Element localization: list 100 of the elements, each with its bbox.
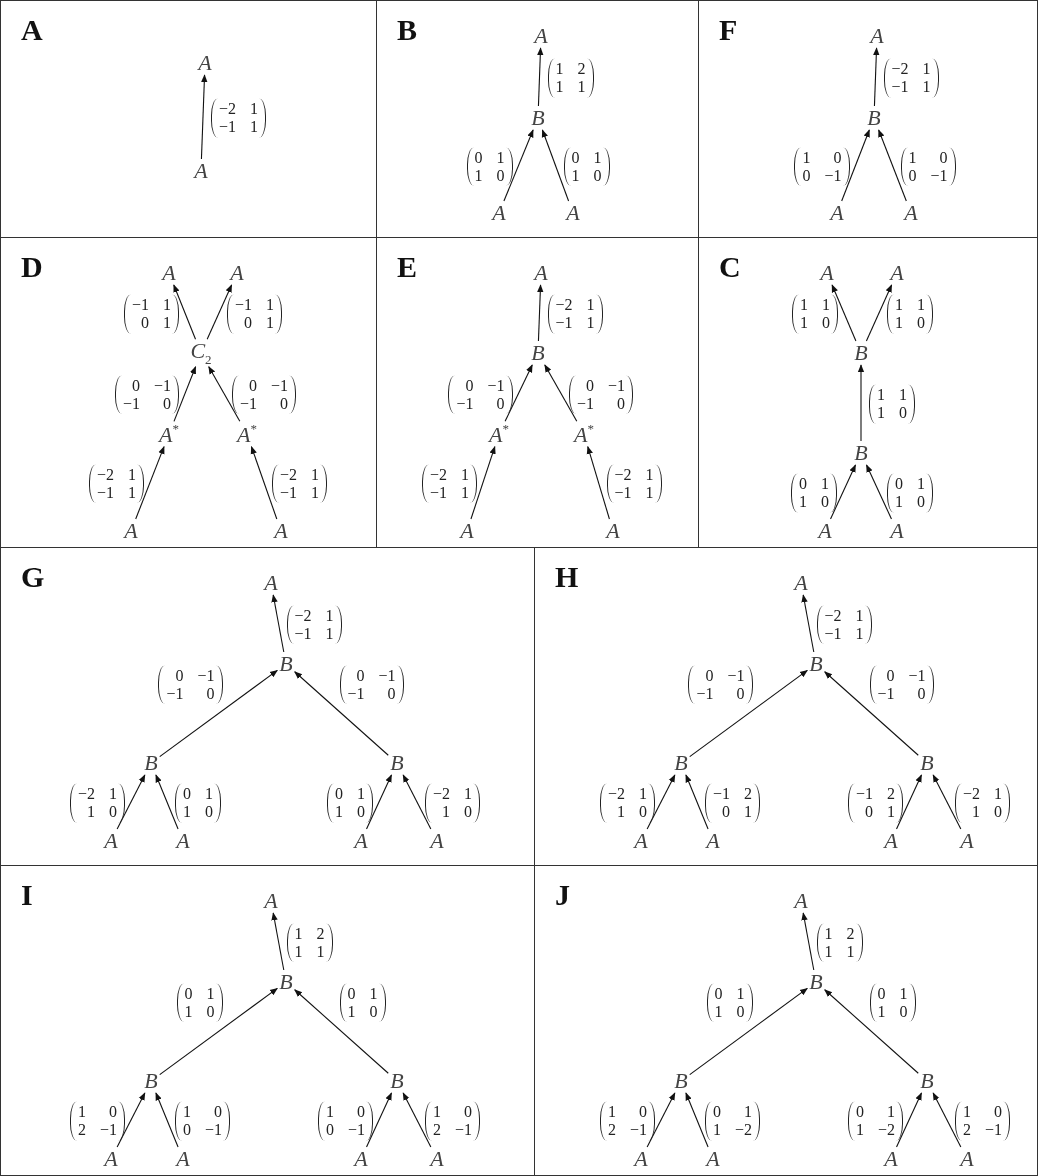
vertex-label: A	[230, 262, 244, 284]
vertex-label: B	[674, 1070, 688, 1092]
edge-label: 0 1 1 0	[339, 983, 386, 1022]
vertex-label: C$_{2}$	[190, 340, 212, 366]
arrow	[208, 366, 241, 422]
arrow	[831, 284, 857, 342]
arrow	[586, 445, 610, 520]
diagram-panel	[698, 0, 1038, 238]
panel-label: F	[719, 15, 738, 45]
arrow	[878, 129, 907, 202]
vertex-label: A	[960, 830, 974, 852]
arrow	[537, 284, 544, 342]
vertex-label: A	[890, 262, 904, 284]
vertex-label: A	[904, 202, 918, 224]
vertex-label: B	[390, 752, 404, 774]
vertex-label: B	[531, 107, 545, 129]
edge-label: 0 −1 −1 0	[114, 375, 179, 414]
vertex-label: B	[279, 971, 293, 993]
arrow	[470, 445, 496, 520]
vertex-label: A$^{*}$	[489, 422, 509, 446]
arrow	[206, 284, 233, 340]
edge-label: 0 1 1 −2	[705, 1101, 761, 1141]
diagram-panel	[0, 0, 377, 238]
edge-label: 0 1 1 0	[706, 983, 753, 1022]
arrow	[932, 774, 962, 830]
arrow	[544, 364, 578, 422]
vertex-label: B	[809, 653, 823, 675]
edge-label: −2 1 −1 1	[421, 464, 477, 503]
vertex-label: B	[809, 971, 823, 993]
vertex-label: B	[144, 1070, 158, 1092]
vertex-label: A	[566, 202, 580, 224]
edge-label: −2 1 −1 1	[606, 464, 662, 503]
vertex-label: B	[854, 342, 868, 364]
edge-label: 1 1 1 0	[869, 384, 915, 424]
vertex-label: A$^{*}$	[159, 422, 179, 446]
vertex-label: A	[194, 160, 208, 182]
edge-label: 0 −1 −1 0	[688, 665, 753, 704]
edge-label: 0 1 1 0	[175, 783, 221, 823]
arrow	[200, 74, 208, 160]
edge-label: 0 1 1 0	[887, 473, 933, 513]
vertex-label: A	[706, 1148, 720, 1170]
vertex-label: A	[794, 572, 808, 594]
edge-label: −2 1 −1 1	[286, 605, 342, 644]
arrow	[685, 1092, 709, 1148]
vertex-label: B	[279, 653, 293, 675]
panel-label: I	[21, 880, 33, 910]
arrow	[503, 129, 534, 202]
vertex-label: A	[884, 830, 898, 852]
edge-label: −2 1 −1 1	[211, 98, 267, 138]
arrow	[116, 1092, 146, 1148]
arrow	[830, 464, 856, 520]
arrow	[155, 774, 179, 830]
vertex-label: B	[674, 752, 688, 774]
vertex-label: B	[867, 107, 881, 129]
edge-label: −2 1 1 0	[425, 783, 481, 823]
panel-label: H	[555, 562, 579, 592]
arrow	[866, 464, 892, 520]
edge-label: −2 1 −1 1	[272, 464, 328, 503]
edge-label: 1 1 1 0	[887, 294, 933, 334]
vertex-label: A	[634, 830, 648, 852]
edge-label: 1 0 2 −1	[425, 1101, 481, 1141]
arrow	[873, 47, 880, 107]
vertex-label: B	[390, 1070, 404, 1092]
edge-label: 0 −1 −1 0	[869, 665, 934, 704]
edge-label: 1 0 0 −1	[900, 147, 956, 186]
vertex-label: A	[960, 1148, 974, 1170]
edge-label: 1 0 2 −1	[69, 1101, 125, 1141]
arrow	[865, 284, 893, 342]
vertex-label: A	[890, 520, 904, 542]
panel-label: J	[555, 880, 570, 910]
vertex-label: A	[460, 520, 474, 542]
vertex-label: A	[706, 830, 720, 852]
edge-label: 0 1 1 0	[869, 983, 916, 1022]
edge-label: 0 −1 −1 0	[448, 375, 513, 414]
edge-label: 1 0 0 −1	[175, 1101, 231, 1141]
edge-label: 1 2 1 1	[286, 923, 333, 962]
arrow	[541, 129, 570, 202]
arrow	[294, 989, 389, 1074]
vertex-label: A	[198, 52, 212, 74]
edge-label: 0 −1 −1 0	[158, 665, 223, 704]
arrow	[689, 987, 808, 1076]
vertex-label: B	[144, 752, 158, 774]
arrow	[135, 445, 165, 520]
vertex-label: A	[634, 1148, 648, 1170]
vertex-label: A	[162, 262, 176, 284]
vertex-label: A	[534, 25, 548, 47]
arrow	[801, 912, 815, 971]
panel-label: A	[21, 15, 43, 45]
vertex-label: A	[430, 830, 444, 852]
edge-label: 0 −1 −1 0	[232, 375, 297, 414]
vertex-label: A	[354, 1148, 368, 1170]
edge-label: −2 1 −1 1	[88, 464, 144, 503]
vertex-label: A	[104, 830, 118, 852]
arrow	[159, 987, 278, 1076]
edge-label: −1 2 0 1	[705, 783, 761, 823]
vertex-label: B	[854, 442, 868, 464]
arrow	[896, 1092, 922, 1148]
diagram-panel	[0, 865, 535, 1176]
edge-label: 1 0 2 −1	[599, 1101, 655, 1141]
arrow	[537, 47, 544, 107]
